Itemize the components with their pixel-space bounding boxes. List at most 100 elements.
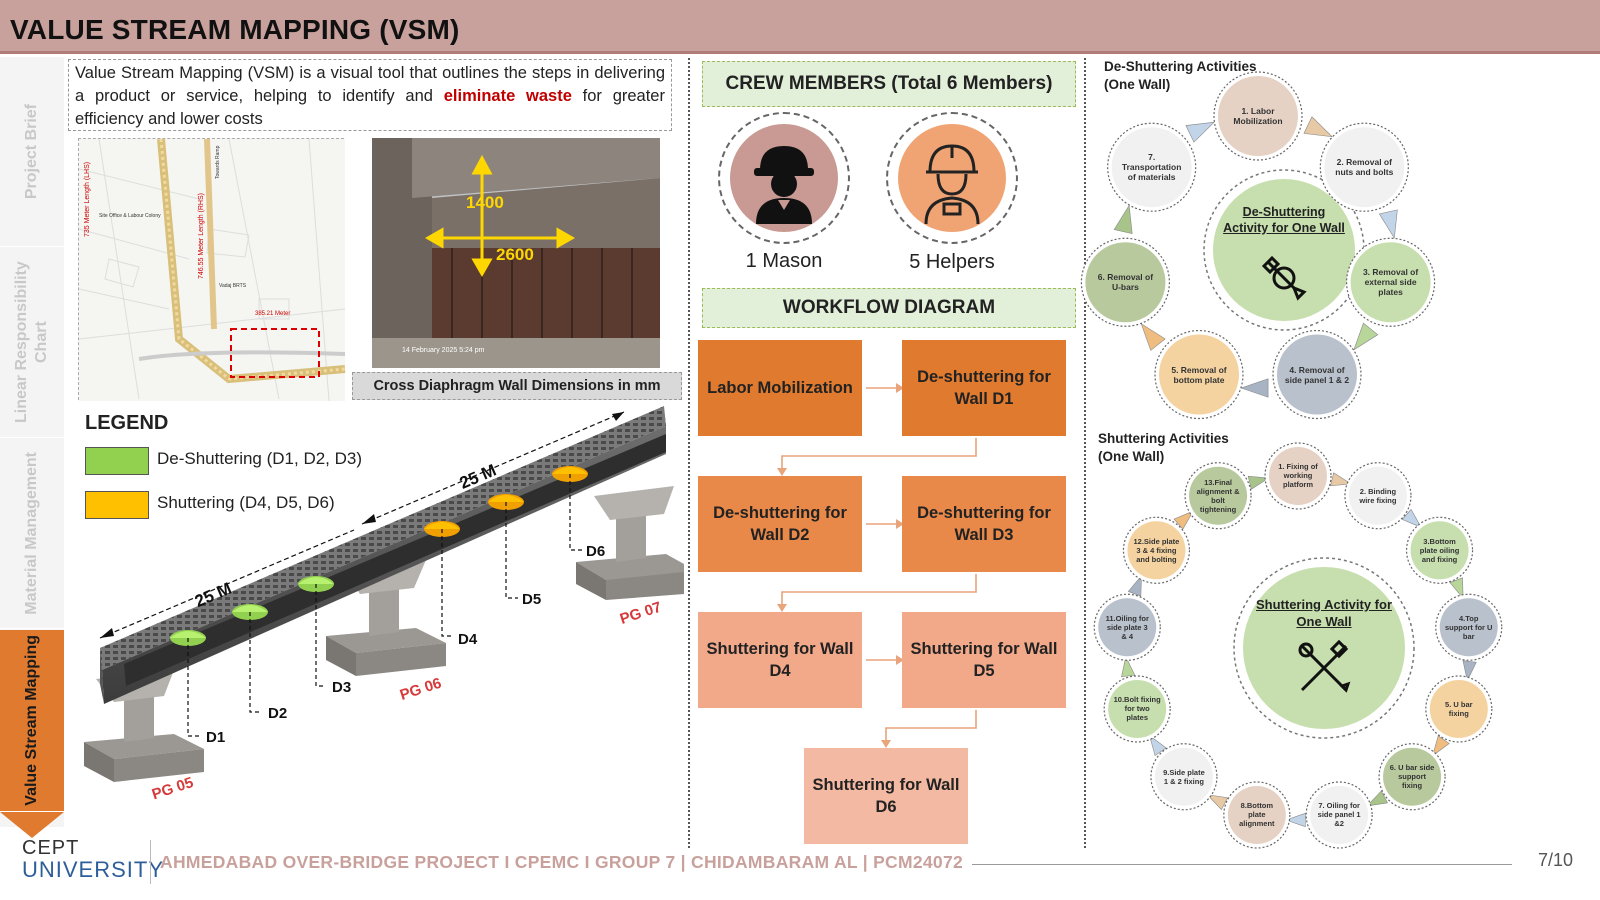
shuttering-arrow [1401,508,1422,528]
shuttering-step-4: 4.Top support for U bar [1435,593,1503,661]
shuttering-step-13: 13.Final alignment & bolt tightening [1184,462,1252,530]
sidebar-item-label: Value Stream Mapping [23,635,40,806]
shuttering-step-5: 5. U bar fixing [1425,675,1493,743]
pier-label-pg05: PG 05 [150,774,196,803]
deshuttering-step-label: 2. Removal of nuts and bolts [1335,157,1394,178]
shuttering-arrow [1330,472,1352,487]
mason-avatar [718,112,850,244]
shuttering-step-label: 5. U bar fixing [1445,699,1473,718]
deshuttering-arrow [1113,204,1133,235]
height-dimension: 1400 [466,193,504,212]
map-label: 385.21 Meter [255,311,290,317]
shuttering-step-1: 1. Fixing of working platform [1264,442,1332,510]
shuttering-step-8: 8.Bottom plate alignment [1223,781,1291,849]
workflow-step-shuttering-d4: Shuttering for Wall D4 [698,612,862,708]
sidebar-item-linear-responsibility-chart[interactable]: Linear Responsibility Chart [0,248,64,438]
wall-label-d3: D3 [332,679,351,696]
deshuttering-step-3: 3. Removal of external side plates [1345,237,1436,327]
width-dimension: 2600 [496,245,534,264]
shuttering-step-label: 11.Oiling for side plate 3 & 4 [1105,613,1149,641]
shuttering-arrow [1247,475,1270,490]
deshuttering-center [1213,179,1355,321]
site-photo: 1400 2600 14 February 2025 5:24 pm [372,138,660,368]
workflow-step-shuttering-d5: Shuttering for Wall D5 [902,612,1066,708]
footer-divider [150,840,151,884]
university-logo-text: UNIVERSITY [22,857,165,882]
legend-swatch-shuttering [85,491,149,519]
wall-d2-marker [232,604,268,620]
shuttering-step-12: 12.Side plate 3 & 4 fixing and bolting [1122,516,1191,584]
shuttering-arrow [1127,574,1142,597]
screwdriver-wrench-icon [1298,639,1351,693]
shuttering-step-label: 10.Bolt fixing for two plates [1113,695,1161,723]
workflow-step-deshuttering-d2: De-shuttering for Wall D2 [698,476,862,572]
workflow-step-labor-mobilization: Labor Mobilization [698,340,862,436]
shuttering-arrow [1284,812,1306,828]
wrench-gear-icon [1261,255,1307,301]
deshuttering-step-4: 4. Removal of side panel 1 & 2 [1272,329,1362,420]
deshuttering-arrow [1378,209,1398,240]
deshuttering-step-1: 1. Labor Mobilization [1213,71,1303,161]
map-label: Vadaj BRTS [219,283,247,289]
legend-label-shuttering: Shuttering (D4, D5, D6) [157,493,335,512]
map-label: Towards Ramp [215,145,221,179]
deshuttering-section-title: De-Shuttering Activities (One Wall) [1104,59,1257,92]
site-map-image: 735 Meter Length (LHS) Site Office & Lab… [78,138,346,402]
shuttering-arrow [1149,734,1167,757]
shuttering-step-label: 3.Bottom plate oiling and fixing [1419,536,1460,564]
deshuttering-step-label: 6. Removal of U-bars [1097,272,1154,293]
crew-header: CREW MEMBERS (Total 6 Members) [702,61,1076,107]
shuttering-step-label: 7. Oiling for side panel 1 &2 [1317,801,1361,829]
shuttering-step-label: 1. Fixing of working platform [1278,462,1318,490]
shuttering-step-label: 13.Final alignment & bolt tightening [1196,477,1240,514]
sidebar-item-material-management[interactable]: Material Management [0,439,64,629]
deshuttering-arrow [1140,322,1166,351]
intro-text: Value Stream Mapping (VSM) is a visual t… [68,59,672,131]
pier-label-pg07: PG 07 [618,599,664,628]
sidebar-item-label: Material Management [23,452,40,615]
footer-text: AHMEDABAD OVER-BRIDGE PROJECT I CPEMC I … [160,852,964,872]
wall-label-d4: D4 [458,631,478,648]
deshuttering-step-5: 5. Removal of bottom plate [1154,329,1244,420]
deshuttering-step-label: 4. Removal of side panel 1 & 2 [1284,364,1350,385]
map-label: 746.55 Meter Length (RHS) [198,193,205,279]
shuttering-arrow [1462,660,1477,682]
sidebar-item-value-stream-mapping[interactable]: Value Stream Mapping [0,630,64,812]
sidebar-item-label: Linear Responsibility Chart [13,261,50,424]
bridge-illustration: 25 M 25 M D1 D2 D3 D4 D5 D6 PG 05 PG 06 … [84,406,684,803]
deshuttering-arrow [1240,378,1269,398]
intro-highlight: eliminate waste [443,87,572,105]
shuttering-center [1243,567,1405,729]
shuttering-step-label: 12.Side plate 3 & 4 fixing and bolting [1133,536,1180,564]
helper-icon [924,144,980,225]
shuttering-step-label: 8.Bottom plate alignment [1239,801,1275,829]
workflow-step-deshuttering-d3: De-shuttering for Wall D3 [902,476,1066,572]
shuttering-step-3: 3.Bottom plate oiling and fixing [1405,516,1474,584]
deshuttering-step-label: 5. Removal of bottom plate [1171,364,1227,385]
deshuttering-step-label: 7. Transportation of materials [1121,152,1182,183]
shuttering-section-title: Shuttering Activities (One Wall) [1098,431,1229,464]
mason-icon [754,146,814,224]
map-label: Site Office & Labour Colony [99,213,161,219]
active-tab-arrow [0,812,64,838]
cept-logo-text: CEPT [22,837,80,859]
shuttering-step-label: 6. U bar side support fixing [1389,763,1435,791]
photo-timestamp: 14 February 2025 5:24 pm [402,347,485,354]
crew-label-helpers: 5 Helpers [909,251,995,273]
wall-label-d1: D1 [206,729,225,746]
crew-label-mason: 1 Mason [745,250,823,272]
shuttering-step-label: 9.Side plate 1 & 2 fixing [1163,767,1205,786]
shuttering-step-9: 9.Side plate 1 & 2 fixing [1150,743,1218,811]
pier-label-pg06: PG 06 [398,675,444,704]
shuttering-step-7: 7. Oiling for side panel 1 &2 [1305,781,1373,849]
shuttering-step-6: 6. U bar side support fixing [1378,743,1446,811]
sidebar-item-project-brief[interactable]: Project Brief [0,57,64,247]
wall-label-d2: D2 [268,705,287,722]
deshuttering-arrow [1185,121,1215,143]
pier-pg07 [576,486,684,600]
shuttering-step-label: 4.Top support for U bar [1444,613,1493,641]
shuttering-step-2: 2. Binding wire fixing [1344,462,1412,530]
shuttering-center-label: Shuttering Activity for One Wall [1255,597,1393,629]
wall-label-d5: D5 [522,591,541,608]
shuttering-arrow [1206,794,1229,811]
